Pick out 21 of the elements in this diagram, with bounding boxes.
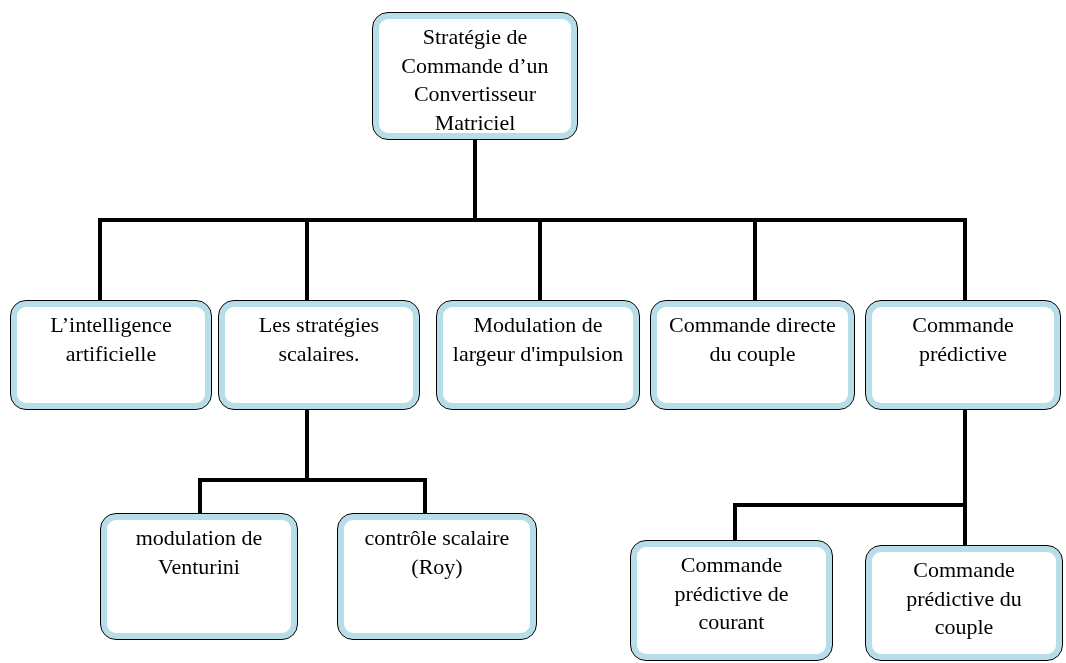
node-label: contrôle scalaire (Roy) — [363, 524, 511, 581]
rounded-box — [372, 12, 578, 140]
node-label: L’intelligence artificielle — [49, 311, 173, 368]
node-label: modulation de Venturini — [134, 524, 264, 581]
node-label: Les stratégies scalaires. — [257, 311, 381, 368]
rounded-box — [337, 513, 537, 640]
rounded-box — [218, 300, 420, 410]
rounded-box — [865, 300, 1061, 410]
node-label: Modulation de largeur d'impulsion — [451, 311, 625, 368]
rounded-box — [650, 300, 855, 410]
node-label: Commande directe du couple — [668, 311, 837, 368]
rounded-box — [436, 300, 640, 410]
rounded-box — [100, 513, 298, 640]
rounded-box — [865, 545, 1063, 661]
node-label: Commande prédictive de courant — [673, 551, 790, 637]
rounded-box — [10, 300, 212, 410]
node-label: Commande prédictive du couple — [905, 556, 1023, 642]
rounded-box — [630, 540, 833, 661]
node-label: Commande prédictive — [911, 311, 1015, 368]
connector-line — [305, 410, 427, 513]
node-label: Stratégie de Commande d’un Convertisseur Matriciel — [400, 23, 550, 137]
